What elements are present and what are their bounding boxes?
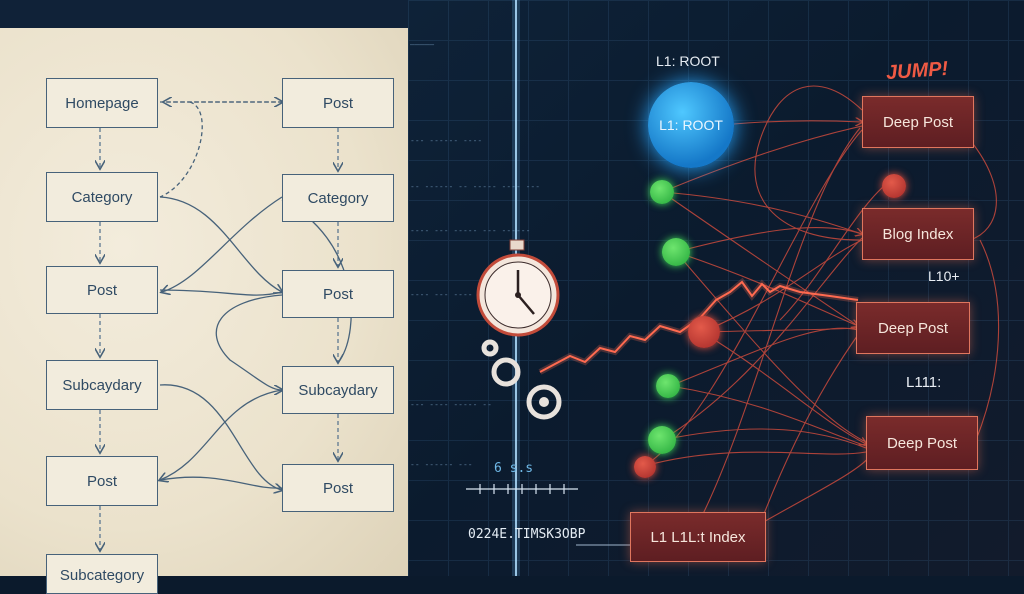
timeline-ruler	[466, 484, 578, 494]
timer-reading: 6 s.s	[494, 461, 534, 476]
code-fragment: --- ---- ----- --	[410, 400, 492, 409]
sitemap-node-subcategory: Subcategory	[46, 554, 158, 594]
network-node	[688, 316, 720, 348]
sitemap-node-post: Post	[282, 78, 394, 128]
root-level-label: L1: ROOT	[656, 53, 720, 69]
sitemap-node-subcategory: Subcaydary	[282, 366, 394, 414]
stopwatch-icon	[476, 239, 560, 337]
code-fragment: —————	[410, 40, 435, 49]
sitemap-node-subcategory: Subcaydary	[46, 360, 158, 410]
gear-teeth	[539, 397, 549, 407]
code-fragment: --- ------ ----	[410, 136, 483, 145]
sitemap-node-post: Post	[282, 464, 394, 512]
code-fragment: -- ------ -- ----- ---- ---	[410, 182, 541, 191]
sitemap-node-post: Post	[46, 266, 158, 314]
paper-top-strip	[0, 0, 408, 28]
sitemap-node-post: Post	[46, 456, 158, 506]
sitemap-node-category: Category	[282, 174, 394, 222]
jump-spike-line	[539, 280, 859, 373]
network-links	[643, 85, 1000, 525]
timestamp-text: 0224E.TIMSK3OBP	[468, 527, 586, 542]
level-label: L10+	[928, 268, 960, 284]
code-fragment: -- ------ ---	[410, 460, 473, 469]
network-node	[634, 456, 656, 478]
deep-post-box: Deep Post	[866, 416, 978, 470]
code-fragment: ---- --- ----- --- ------	[410, 226, 531, 235]
deep-post-box: Deep Post	[856, 302, 970, 354]
index-box: L1 L1L:t Index	[630, 512, 766, 562]
network-node	[656, 374, 680, 398]
level-label: L111:	[906, 374, 942, 391]
jump-label: JUMP!	[885, 57, 949, 85]
gear-icon	[481, 339, 562, 420]
blog-index-box: Blog Index	[862, 208, 974, 260]
network-node	[882, 174, 906, 198]
network-node	[650, 180, 674, 204]
code-fragment: ---- --- ---- ---	[410, 290, 492, 299]
deep-post-box: Deep Post	[862, 96, 974, 148]
sitemap-node-category: Category	[46, 172, 158, 222]
network-node	[648, 426, 676, 454]
network-node	[662, 238, 690, 266]
connections-layer	[0, 0, 1000, 576]
sitemap-node-post: Post	[282, 270, 394, 318]
sitemap-node-homepage: Homepage	[46, 78, 158, 128]
root-node: L1: ROOT	[648, 82, 734, 168]
